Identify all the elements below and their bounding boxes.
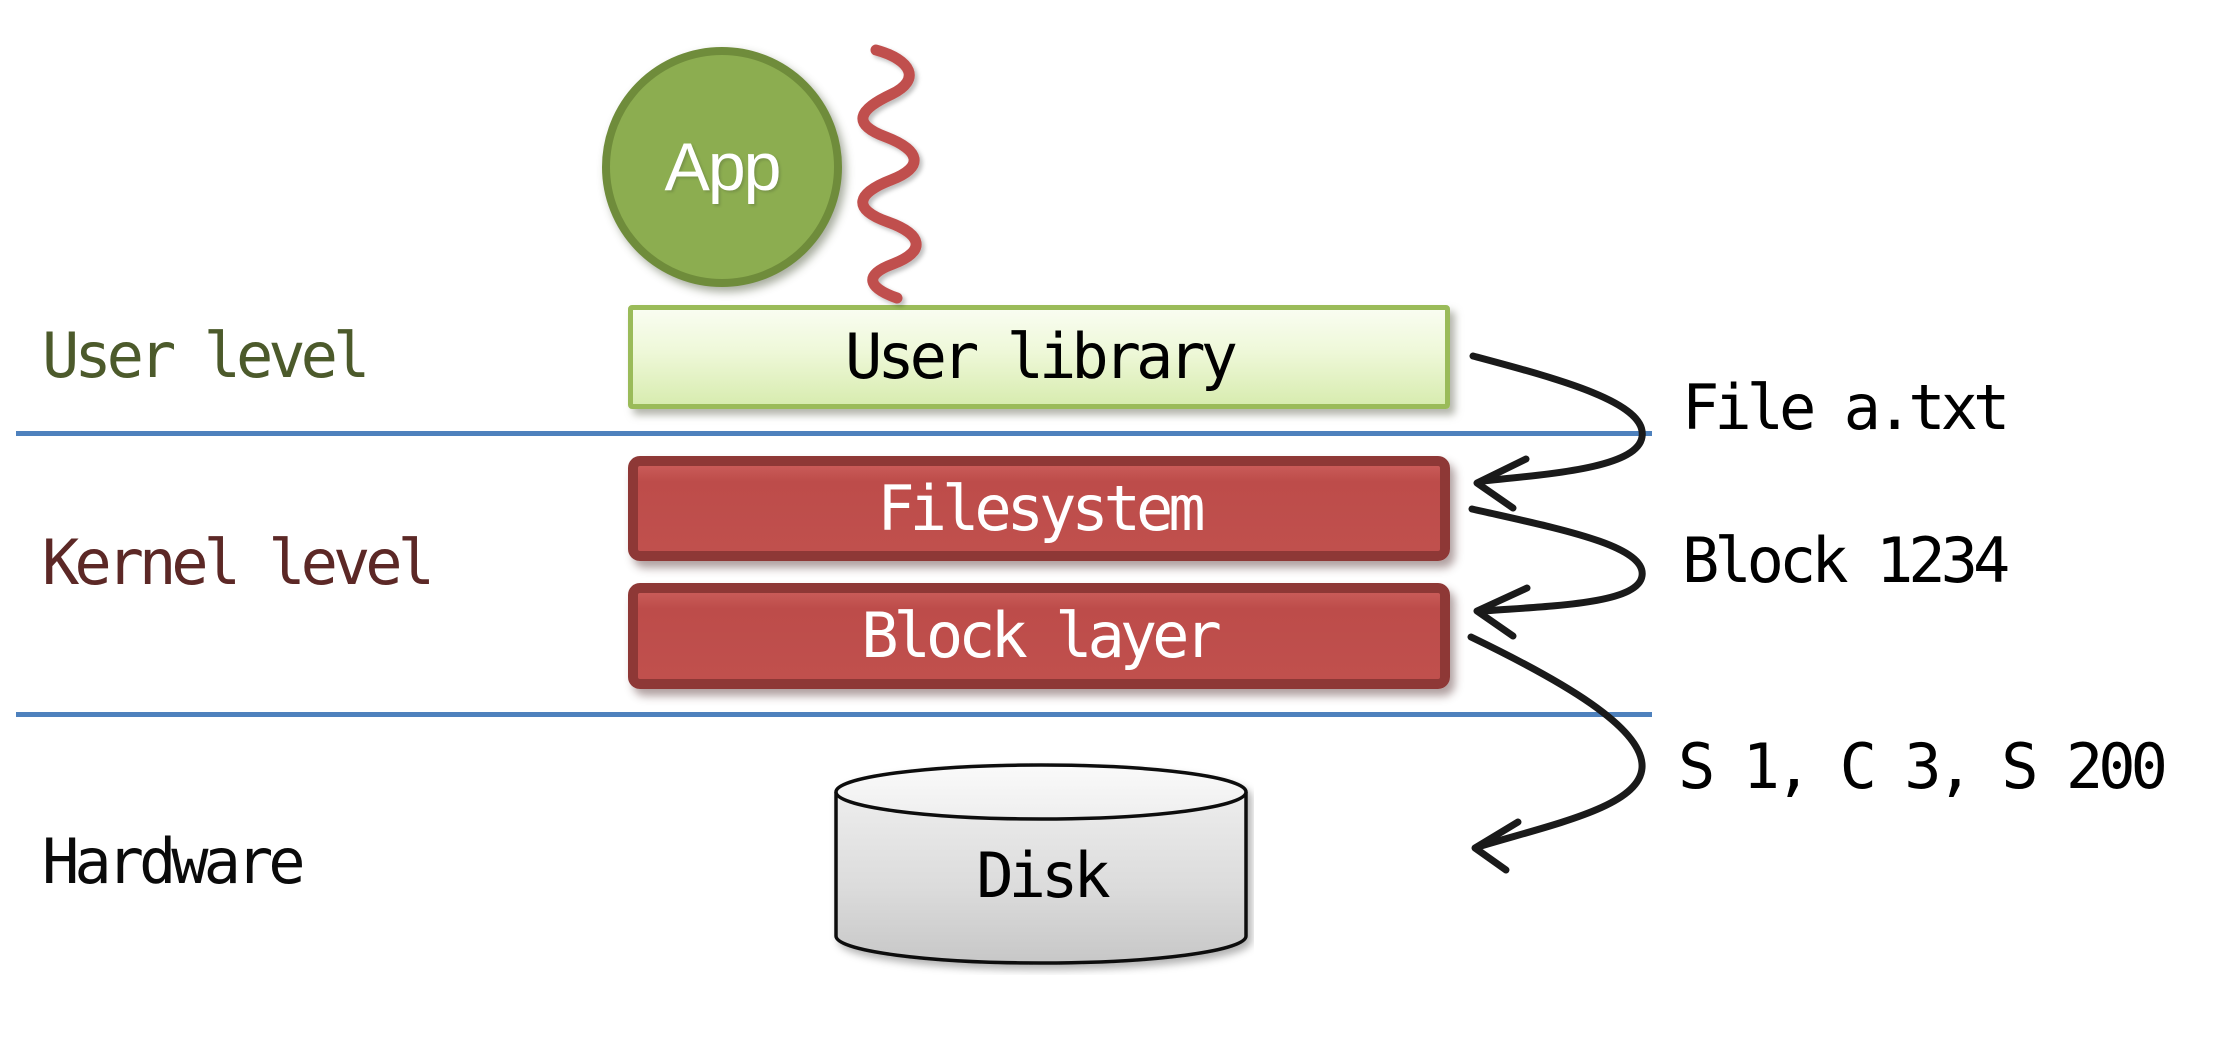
user-level-label: User level bbox=[42, 319, 370, 392]
arrow-filesystem-to-blocklayer bbox=[1468, 505, 1646, 640]
filesystem-node: Filesystem bbox=[628, 456, 1450, 561]
block-layer-label: Block layer bbox=[861, 599, 1222, 672]
user-kernel-separator-line bbox=[16, 431, 1652, 436]
user-library-node: User library bbox=[628, 305, 1450, 409]
kernel-hardware-separator-line bbox=[16, 712, 1652, 717]
block-layer-node: Block layer bbox=[628, 583, 1450, 689]
arrow-blocklayer-to-disk bbox=[1467, 633, 1646, 874]
app-node-label: App bbox=[664, 129, 782, 205]
block-annotation: Block 1234 bbox=[1682, 524, 2010, 597]
disk-label: Disk bbox=[976, 839, 1110, 912]
user-library-label: User library bbox=[845, 320, 1238, 393]
disk-cylinder-shape bbox=[834, 763, 1248, 965]
sector-annotation: S 1, C 3, S 200 bbox=[1678, 730, 2168, 803]
hardware-level-label: Hardware bbox=[42, 825, 306, 898]
file-annotation: File a.txt bbox=[1682, 371, 2010, 444]
syscall-squiggle-icon bbox=[857, 44, 922, 304]
filesystem-label: Filesystem bbox=[877, 471, 1205, 545]
app-node: App bbox=[602, 47, 842, 287]
kernel-level-label: Kernel level bbox=[42, 526, 435, 599]
